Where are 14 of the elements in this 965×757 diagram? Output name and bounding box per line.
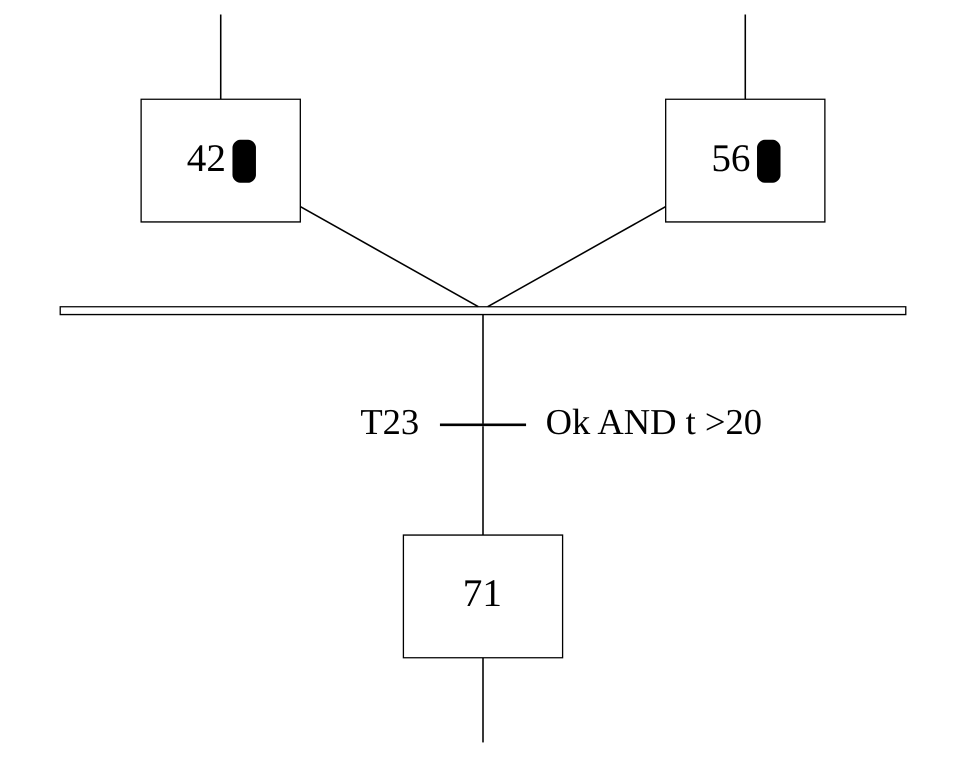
connector bbox=[300, 206, 478, 308]
connector bbox=[486, 206, 666, 308]
node-bar bbox=[439, 424, 526, 426]
node-bar bbox=[59, 306, 906, 316]
node-box: 56 bbox=[664, 98, 826, 223]
connector bbox=[219, 14, 221, 99]
node-label: Ok AND t >20 bbox=[545, 400, 762, 442]
connector bbox=[744, 14, 746, 99]
node-box: 42 bbox=[140, 98, 300, 223]
connector bbox=[482, 658, 484, 742]
node-box: 71 bbox=[402, 534, 563, 658]
connector bbox=[482, 314, 484, 424]
node-label: T23 bbox=[360, 400, 419, 442]
connector bbox=[482, 426, 484, 535]
